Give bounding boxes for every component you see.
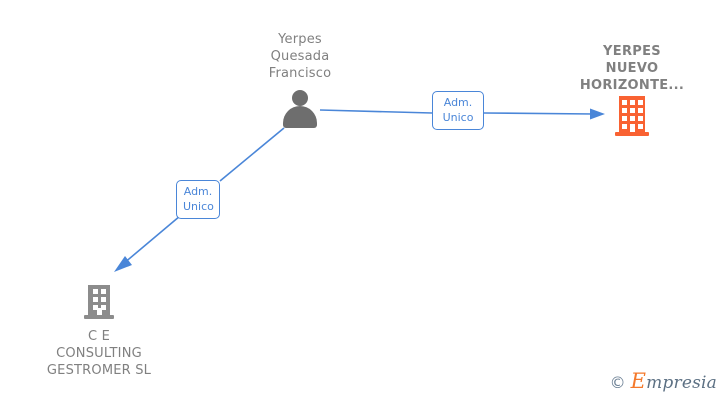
person-head-shape <box>292 90 308 106</box>
building-window <box>637 124 643 129</box>
building-window <box>100 289 106 294</box>
building-window <box>637 108 643 113</box>
building-icon-related[interactable] <box>84 285 114 319</box>
building-window <box>621 124 627 129</box>
edge-line-person-to-ce-consulting-upper <box>219 127 285 182</box>
building-window <box>637 100 643 105</box>
edge-role-label-ce-consulting[interactable]: Adm. Unico <box>176 180 220 219</box>
building-window <box>100 297 106 302</box>
person-node-label: Yerpes Quesada Francisco <box>268 32 332 81</box>
person-body-shape <box>283 106 317 128</box>
edge-line-person-to-yerpes-nuevo-horizonte-left <box>319 109 433 114</box>
brand-name: Empresia <box>631 371 717 393</box>
building-window <box>92 297 98 302</box>
company-subject-label: YERPES NUEVO HORIZONTE... <box>579 44 685 93</box>
building-window <box>629 116 635 121</box>
arrowhead-to-ce-consulting <box>114 256 132 272</box>
building-door-shape <box>629 124 635 132</box>
building-base-shape <box>615 132 649 136</box>
company-related-label: C E CONSULTING GESTROMER SL <box>46 329 152 378</box>
building-window <box>92 289 98 294</box>
brand-initial: E <box>630 369 647 393</box>
building-window <box>100 305 106 310</box>
building-base-shape <box>84 315 114 319</box>
arrowhead-to-yerpes-nuevo-horizonte <box>590 108 605 120</box>
building-window <box>621 116 627 121</box>
edge-line-person-to-ce-consulting-lower <box>122 215 181 265</box>
copyright-icon: © <box>609 372 626 392</box>
building-window <box>629 108 635 113</box>
building-window <box>637 116 643 121</box>
empresia-watermark: © Empresia <box>609 371 717 393</box>
brand-rest: mpresia <box>646 373 717 393</box>
edge-line-person-to-yerpes-nuevo-horizonte-right <box>483 112 595 115</box>
building-window <box>621 100 627 105</box>
building-door-shape <box>96 308 102 315</box>
building-window <box>621 108 627 113</box>
building-window <box>629 100 635 105</box>
edge-role-label-yerpes-nuevo-horizonte[interactable]: Adm. Unico <box>432 91 484 130</box>
building-icon-subject[interactable] <box>615 96 649 136</box>
building-body-shape <box>88 285 110 315</box>
person-icon[interactable] <box>281 90 319 132</box>
building-window <box>92 305 98 310</box>
